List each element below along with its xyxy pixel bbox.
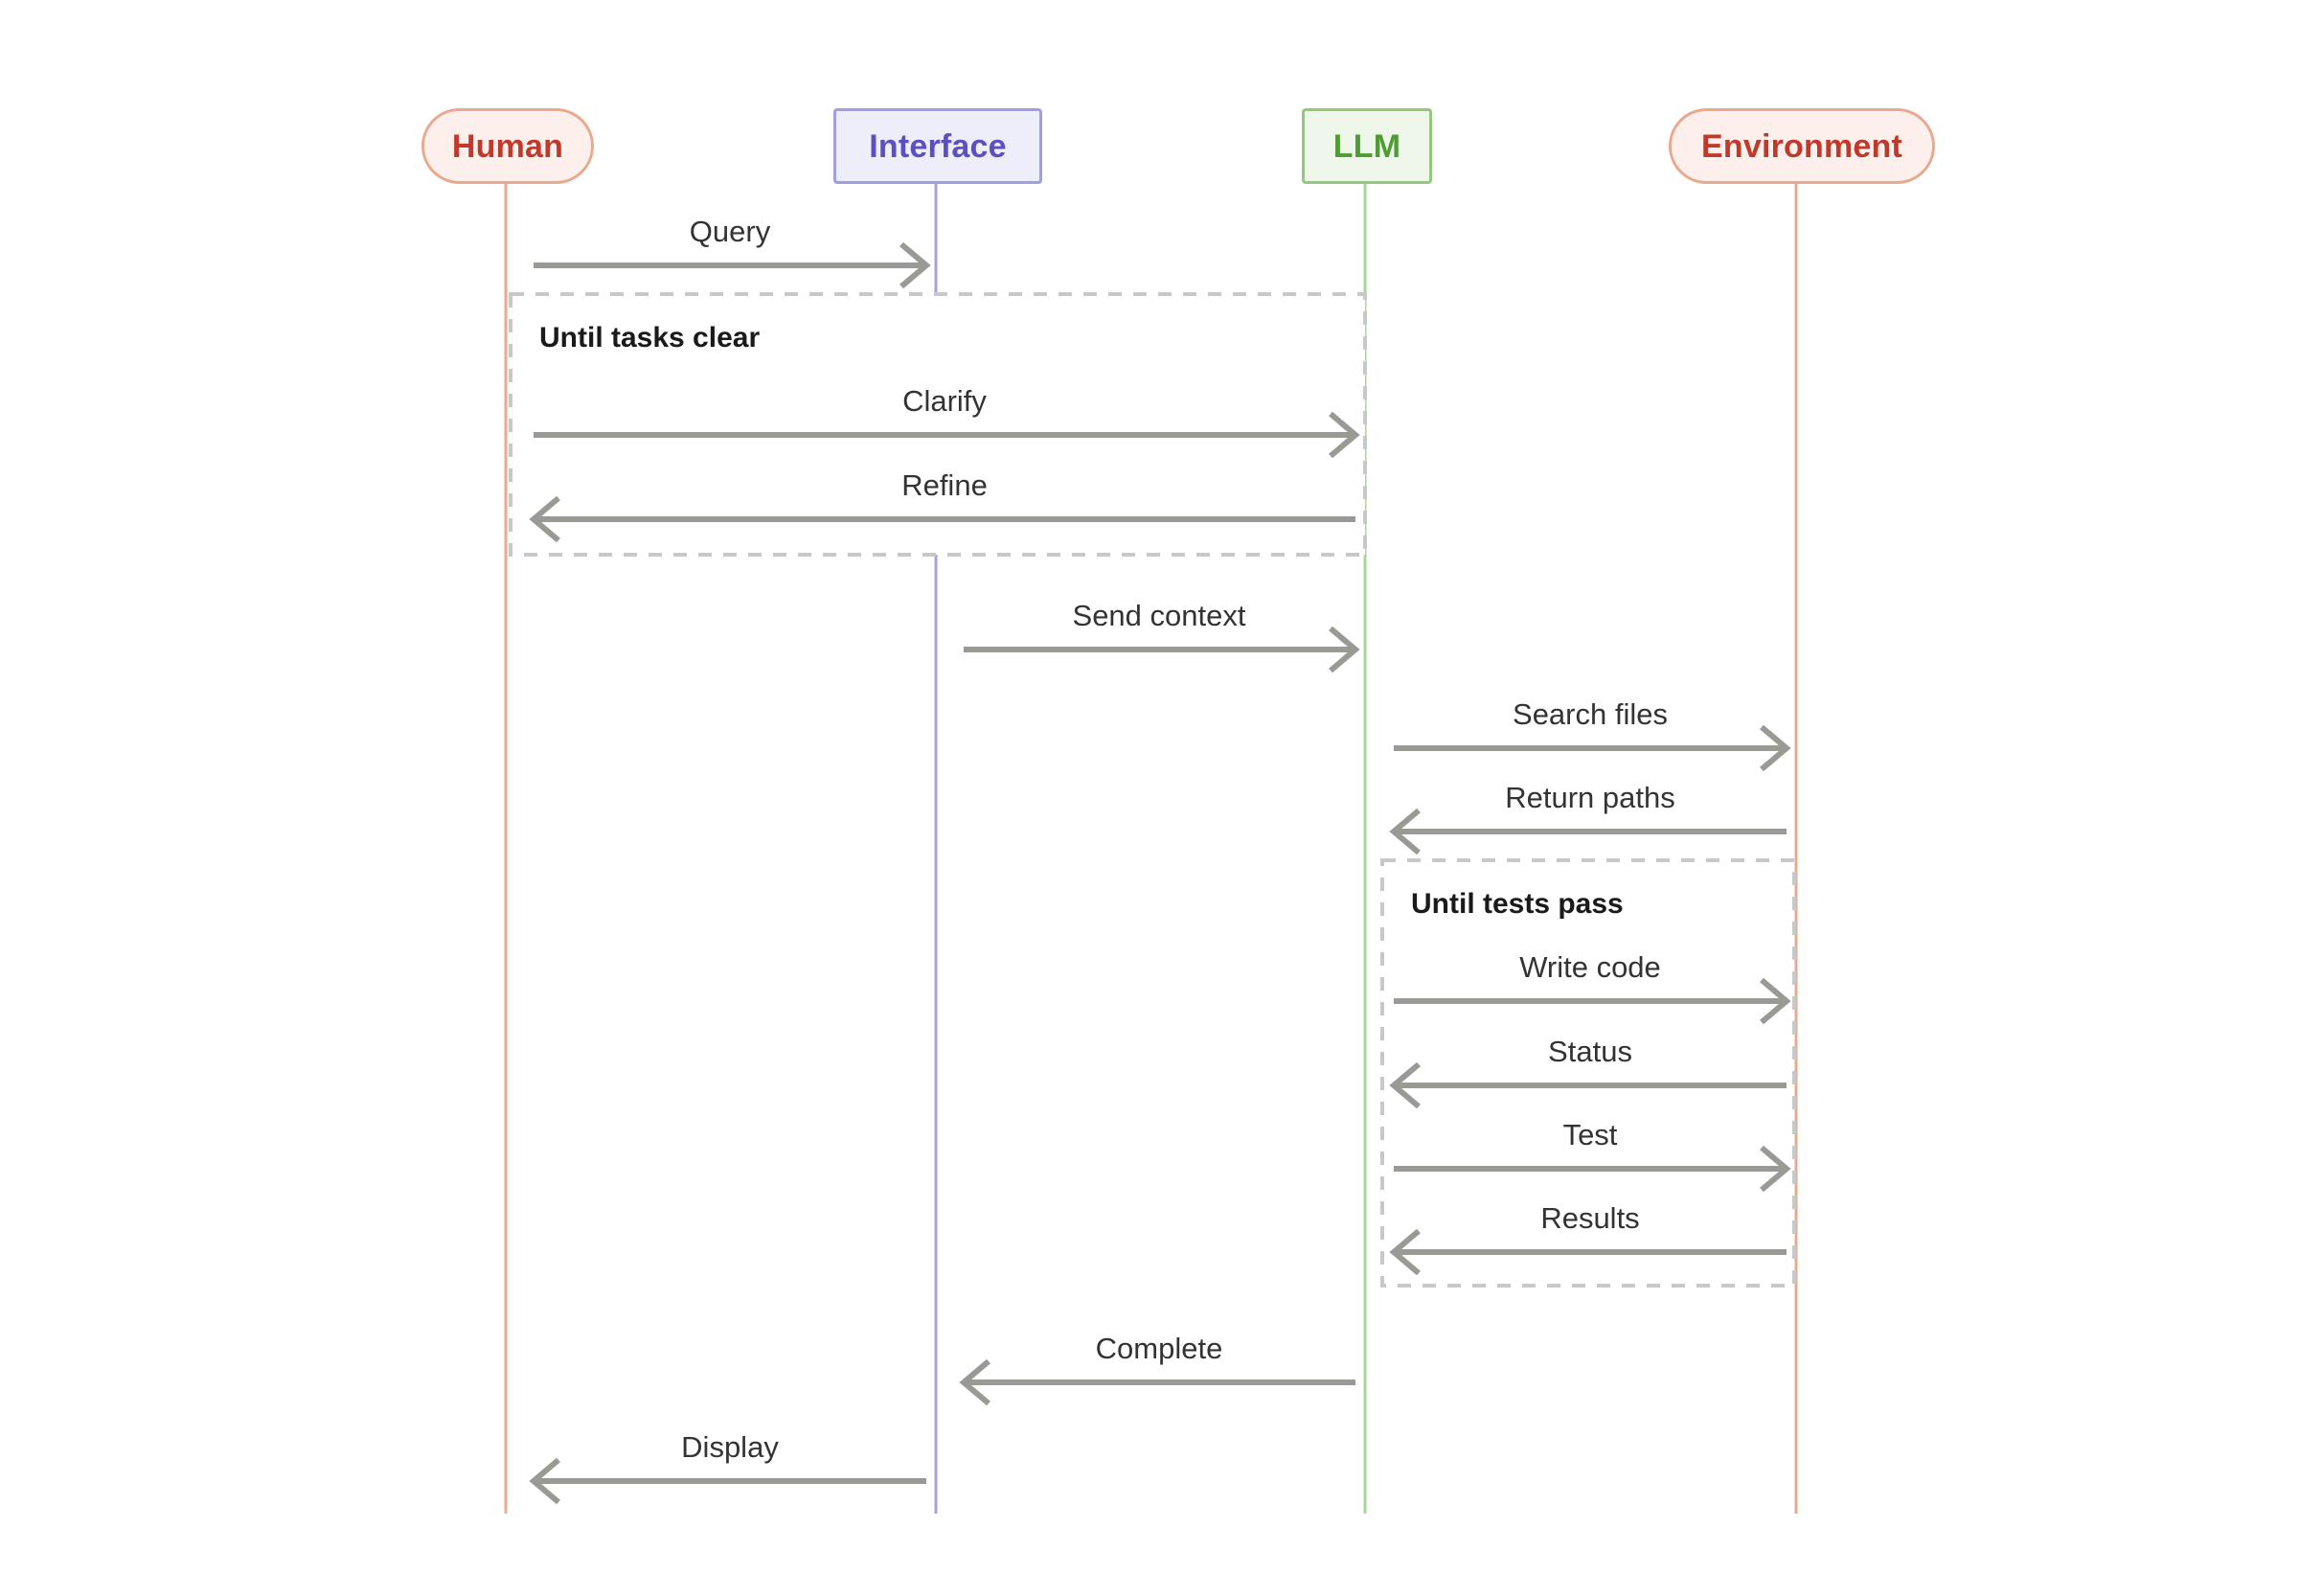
message-arrow-results [1389, 1228, 1787, 1276]
arrow-head [529, 1457, 560, 1505]
message-label-clarify: Clarify [902, 384, 987, 418]
message-arrow-status [1389, 1061, 1787, 1109]
arrow-head [1389, 1061, 1421, 1109]
loop-box-until-tests-pass [1380, 858, 1796, 1288]
arrow-head [1329, 626, 1360, 673]
participant-label-environment: Environment [1700, 127, 1902, 165]
message-label-results: Results [1540, 1201, 1640, 1235]
arrow-head [899, 241, 931, 289]
arrow-head [1760, 977, 1791, 1025]
message-arrows-layer [529, 241, 1791, 1505]
participant-label-llm: LLM [1332, 127, 1401, 165]
arrow-head [1389, 1228, 1421, 1276]
message-label-query: Query [689, 215, 771, 248]
message-arrow-complete [959, 1358, 1355, 1406]
message-label-write-code: Write code [1519, 950, 1661, 984]
message-arrow-return-paths [1389, 808, 1787, 855]
participant-environment[interactable]: Environment [1669, 108, 1935, 184]
message-label-status: Status [1548, 1035, 1632, 1068]
message-arrow-test [1394, 1145, 1791, 1193]
loop-box-until-tasks-clear [509, 292, 1367, 557]
arrow-head [959, 1358, 990, 1406]
arrow-head [1760, 1145, 1791, 1193]
arrow-head [1760, 724, 1791, 772]
message-label-return-paths: Return paths [1505, 781, 1675, 814]
participant-interface[interactable]: Interface [833, 108, 1042, 184]
loop-title-until-tests-pass: Until tests pass [1411, 888, 1624, 920]
message-label-search-files: Search files [1513, 697, 1668, 731]
message-label-complete: Complete [1095, 1332, 1223, 1365]
participant-human[interactable]: Human [421, 108, 594, 184]
arrow-head [1329, 411, 1360, 459]
message-arrow-send-context [964, 626, 1360, 673]
message-label-send-context: Send context [1072, 599, 1246, 632]
message-arrow-search-files [1394, 724, 1791, 772]
message-label-display: Display [681, 1430, 779, 1464]
participant-label-interface: Interface [869, 127, 1007, 165]
message-arrow-write-code [1394, 977, 1791, 1025]
loop-title-until-tasks-clear: Until tasks clear [539, 322, 761, 353]
message-arrow-query [534, 241, 931, 289]
participant-label-human: Human [451, 127, 564, 165]
loop-boxes-layer [509, 292, 1796, 1288]
message-arrow-clarify [534, 411, 1360, 459]
arrow-head [529, 495, 560, 543]
participant-llm[interactable]: LLM [1302, 108, 1432, 184]
message-arrow-display [529, 1457, 926, 1505]
message-label-test: Test [1562, 1118, 1618, 1151]
arrow-head [1389, 808, 1421, 855]
message-label-refine: Refine [901, 468, 988, 502]
message-arrow-refine [529, 495, 1355, 543]
